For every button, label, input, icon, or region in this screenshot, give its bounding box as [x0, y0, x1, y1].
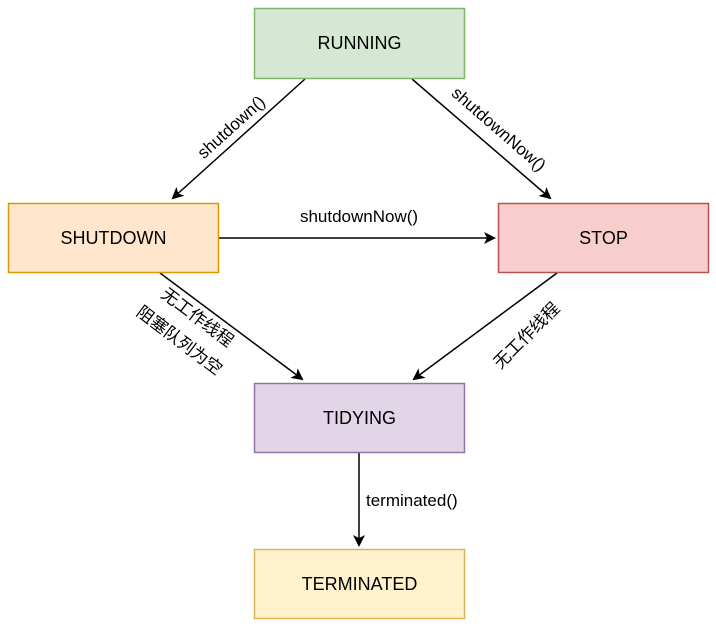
edge-label-shutdown: shutdown()	[194, 92, 269, 162]
node-label-terminated: TERMINATED	[302, 574, 418, 594]
arrow-line	[412, 272, 558, 381]
node-tidying: TIDYING	[253, 382, 466, 454]
node-box	[253, 382, 466, 454]
edge-shutdown-to-tidying: 无工作线程 阻塞队列为空	[132, 272, 304, 381]
edge-stop-to-tidying: 无工作线程	[412, 272, 564, 381]
edge-shutdown-to-stop: shutdownNow()	[219, 207, 496, 244]
node-label-tidying: TIDYING	[323, 408, 396, 428]
node-label-shutdown: SHUTDOWN	[61, 228, 167, 248]
arrow-line	[411, 78, 552, 200]
edge-running-to-shutdown: shutdown()	[171, 78, 306, 200]
edge-label-shutdown-now: shutdownNow()	[300, 207, 418, 226]
node-stop: STOP	[497, 202, 710, 274]
node-box	[253, 7, 466, 80]
arrow-line	[159, 272, 304, 381]
node-label-stop: STOP	[579, 228, 628, 248]
node-running: RUNNING	[253, 7, 466, 80]
node-label-running: RUNNING	[318, 33, 402, 53]
edge-tidying-to-terminated: terminated()	[353, 453, 458, 547]
edge-label-no-worker-stop: 无工作线程	[490, 299, 564, 373]
node-shutdown: SHUTDOWN	[7, 202, 220, 274]
node-box	[7, 202, 220, 274]
node-box	[253, 548, 466, 620]
arrow-line	[171, 78, 306, 200]
edge-running-to-stop: shutdownNow()	[411, 78, 552, 200]
edge-label-terminated: terminated()	[366, 491, 458, 510]
node-box	[497, 202, 710, 274]
node-terminated: TERMINATED	[253, 548, 466, 620]
edge-label-shutdown-now-diagonal: shutdownNow()	[448, 83, 550, 175]
